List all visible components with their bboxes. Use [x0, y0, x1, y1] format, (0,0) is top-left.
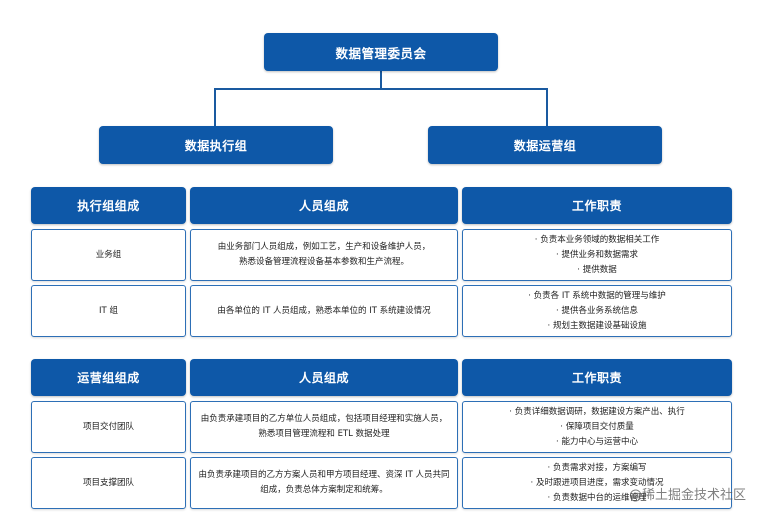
ops-row-2-duty-3: · 负责数据中台的运维管理 [547, 492, 647, 503]
exec-row-1-staff-line-2: 熟悉设备管理流程设备基本参数和生产流程。 [238, 257, 409, 267]
exec-row-1-duty-3: · 提供数据 [577, 264, 617, 275]
exec-row-1-name: 业务组 [31, 229, 186, 281]
connector-right-drop [546, 88, 548, 126]
ops-header-staff: 人员组成 [190, 359, 458, 396]
ops-row-2-duties: · 负责需求对接，方案编写 · 及时跟进项目进度，需求变动情况 · 负责数据中台… [462, 457, 732, 509]
exec-row-2-duty-3: · 规划主数据建设基础设施 [547, 320, 647, 331]
exec-row-1-staff: 由业务部门人员组成，例如工艺，生产和设备维护人员， 熟悉设备管理流程设备基本参数… [190, 229, 458, 281]
exec-header-composition: 执行组组成 [31, 187, 186, 224]
connector-horizontal [214, 88, 548, 90]
ops-row-2-staff: 由负责承建项目的乙方方案人员和甲方项目经理、资深 IT 人员共同 组成，负责总体… [190, 457, 458, 509]
ops-row-1-duty-1: · 负责详细数据调研，数据建设方案产出、执行 [509, 406, 685, 417]
ops-row-2-duty-2: · 及时跟进项目进度，需求变动情况 [530, 477, 664, 488]
connector-left-drop [214, 88, 216, 126]
exec-header-staff: 人员组成 [190, 187, 458, 224]
ops-row-1-staff-line-1: 由负责承建项目的乙方单位人员组成，包括项目经理和实施人员， [200, 414, 448, 424]
ops-row-1-staff-line-2: 熟悉项目管理流程和 ETL 数据处理 [258, 429, 390, 439]
exec-group-box: 数据执行组 [99, 126, 333, 164]
watermark-text: @稀土掘金技术社区 [628, 488, 746, 503]
ops-row-1-staff: 由负责承建项目的乙方单位人员组成，包括项目经理和实施人员， 熟悉项目管理流程和 … [190, 401, 458, 453]
ops-row-2-staff-line-2: 组成，负责总体方案制定和统筹。 [260, 485, 388, 495]
exec-row-1-duties: · 负责本业务领域的数据相关工作 · 提供业务和数据需求 · 提供数据 [462, 229, 732, 281]
exec-row-2-staff-line-1: 由各单位的 IT 人员组成，熟悉本单位的 IT 系统建设情况 [217, 305, 431, 316]
ops-row-2-name: 项目支撑团队 [31, 457, 186, 509]
exec-row-1-staff-line-1: 由业务部门人员组成，例如工艺，生产和设备维护人员， [217, 242, 431, 252]
ops-header-composition: 运营组组成 [31, 359, 186, 396]
exec-row-2-duty-2: · 提供各业务系统信息 [556, 305, 638, 316]
exec-row-2-duty-1: · 负责各 IT 系统中数据的管理与维护 [528, 290, 666, 301]
connector-vertical-top [380, 70, 382, 88]
exec-header-duties: 工作职责 [462, 187, 732, 224]
ops-row-2-duty-1: · 负责需求对接，方案编写 [547, 462, 647, 473]
exec-row-2-duties: · 负责各 IT 系统中数据的管理与维护 · 提供各业务系统信息 · 规划主数据… [462, 285, 732, 337]
ops-row-1-duty-2: · 保障项目交付质量 [560, 421, 634, 432]
ops-header-duties: 工作职责 [462, 359, 732, 396]
ops-row-1-name: 项目交付团队 [31, 401, 186, 453]
exec-row-2-staff: 由各单位的 IT 人员组成，熟悉本单位的 IT 系统建设情况 [190, 285, 458, 337]
exec-row-2-name: IT 组 [31, 285, 186, 337]
ops-row-2-staff-line-1: 由负责承建项目的乙方方案人员和甲方项目经理、资深 IT 人员共同 [198, 470, 450, 480]
ops-group-box: 数据运营组 [428, 126, 662, 164]
ops-row-1-duty-3: · 能力中心与运营中心 [556, 436, 638, 447]
exec-row-1-duty-1: · 负责本业务领域的数据相关工作 [534, 234, 660, 245]
exec-row-1-duty-2: · 提供业务和数据需求 [556, 249, 638, 260]
committee-box: 数据管理委员会 [264, 33, 498, 71]
ops-row-1-duties: · 负责详细数据调研，数据建设方案产出、执行 · 保障项目交付质量 · 能力中心… [462, 401, 732, 453]
